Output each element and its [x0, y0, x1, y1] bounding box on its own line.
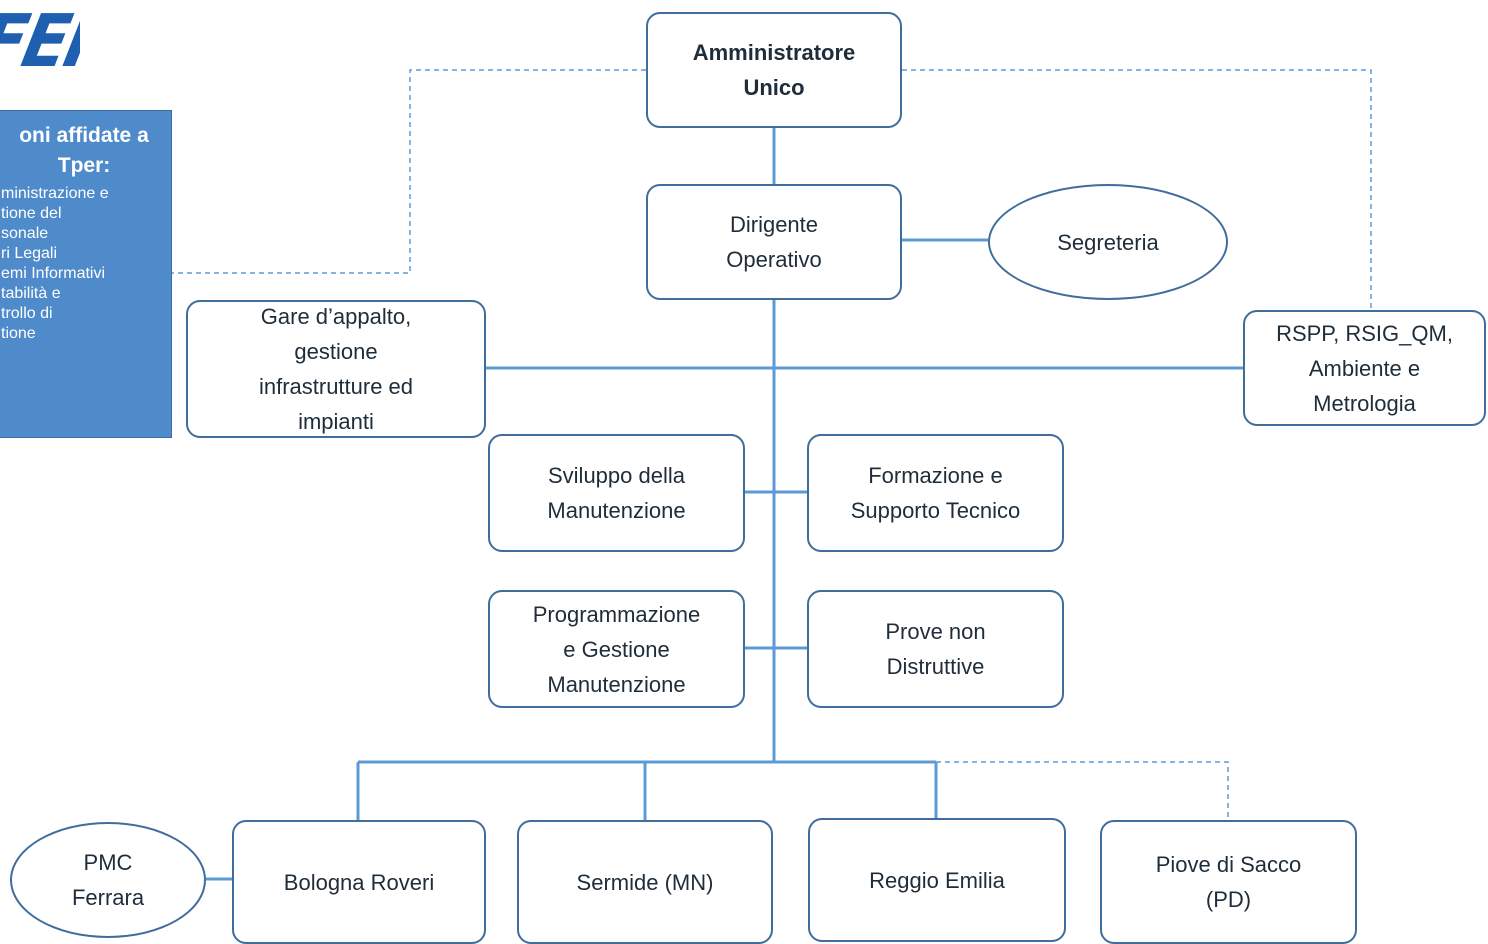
- node-gare-appalto: Gare d’appalto, gestione infrastrutture …: [186, 300, 486, 438]
- node-sviluppo-manutenzione: Sviluppo della Manutenzione: [488, 434, 745, 552]
- node-label: Piove di Sacco (PD): [1155, 852, 1302, 912]
- node-prove-non-distruttive: Prove non Distruttive: [807, 590, 1064, 708]
- node-dirigente-operativo: Dirigente Operativo: [646, 184, 902, 300]
- node-rspp: RSPP, RSIG_QM, Ambiente e Metrologia: [1243, 310, 1486, 426]
- list-item: tabilità e: [1, 285, 61, 302]
- node-label: Prove non Distruttive: [885, 619, 986, 679]
- node-label: Segreteria: [1057, 229, 1159, 255]
- list-item: tione del: [1, 205, 62, 222]
- node-pmc-ferrara: PMC Ferrara: [10, 822, 206, 938]
- node-sermide: Sermide (MN): [517, 820, 773, 944]
- node-label: Sermide (MN): [576, 869, 714, 895]
- node-reggio-emilia: Reggio Emilia: [808, 818, 1066, 942]
- node-bologna-roveri: Bologna Roveri: [232, 820, 486, 944]
- dashed-line-rspp: [902, 69, 1372, 310]
- node-piove-di-sacco: Piove di Sacco (PD): [1100, 820, 1357, 944]
- node-label: PMC Ferrara: [71, 850, 145, 910]
- node-label: Bologna Roveri: [283, 869, 435, 895]
- node-label: Gare d’appalto, gestione infrastrutture …: [258, 304, 414, 434]
- list-item: sonale: [1, 225, 49, 242]
- dashed-line-piove: [936, 761, 1229, 820]
- node-label: Dirigente Operativo: [726, 212, 822, 272]
- list-item: ri Legali: [1, 245, 58, 262]
- node-label: Programmazione e Gestione Manutenzione: [532, 601, 701, 697]
- list-item: ministrazione e: [0, 184, 171, 204]
- list-item: tione: [1, 325, 36, 342]
- logo-text: FER: [0, 0, 80, 84]
- panel-title: oni affidate a Tper:: [19, 124, 149, 177]
- node-label: Reggio Emilia: [869, 867, 1005, 893]
- outsourced-functions-panel: oni affidate a Tper: ministrazione e tio…: [0, 110, 172, 438]
- dashed-line-sidebar: [172, 69, 646, 274]
- node-formazione-supporto: Formazione e Supporto Tecnico: [807, 434, 1064, 552]
- node-label: Amministratore Unico: [692, 40, 856, 100]
- node-amministratore-unico: Amministratore Unico: [646, 12, 902, 128]
- node-segreteria: Segreteria: [988, 184, 1228, 300]
- node-label: RSPP, RSIG_QM, Ambiente e Metrologia: [1276, 320, 1453, 416]
- node-programmazione-gestione: Programmazione e Gestione Manutenzione: [488, 590, 745, 708]
- list-item: trollo di: [1, 305, 53, 322]
- company-logo: FER: [0, 0, 80, 84]
- list-item: emi Informativi: [1, 265, 106, 282]
- outsourced-functions-list: ministrazione e tione del sonale ri Lega…: [0, 184, 171, 344]
- node-label: Formazione e Supporto Tecnico: [850, 463, 1021, 523]
- node-label: Sviluppo della Manutenzione: [547, 463, 686, 523]
